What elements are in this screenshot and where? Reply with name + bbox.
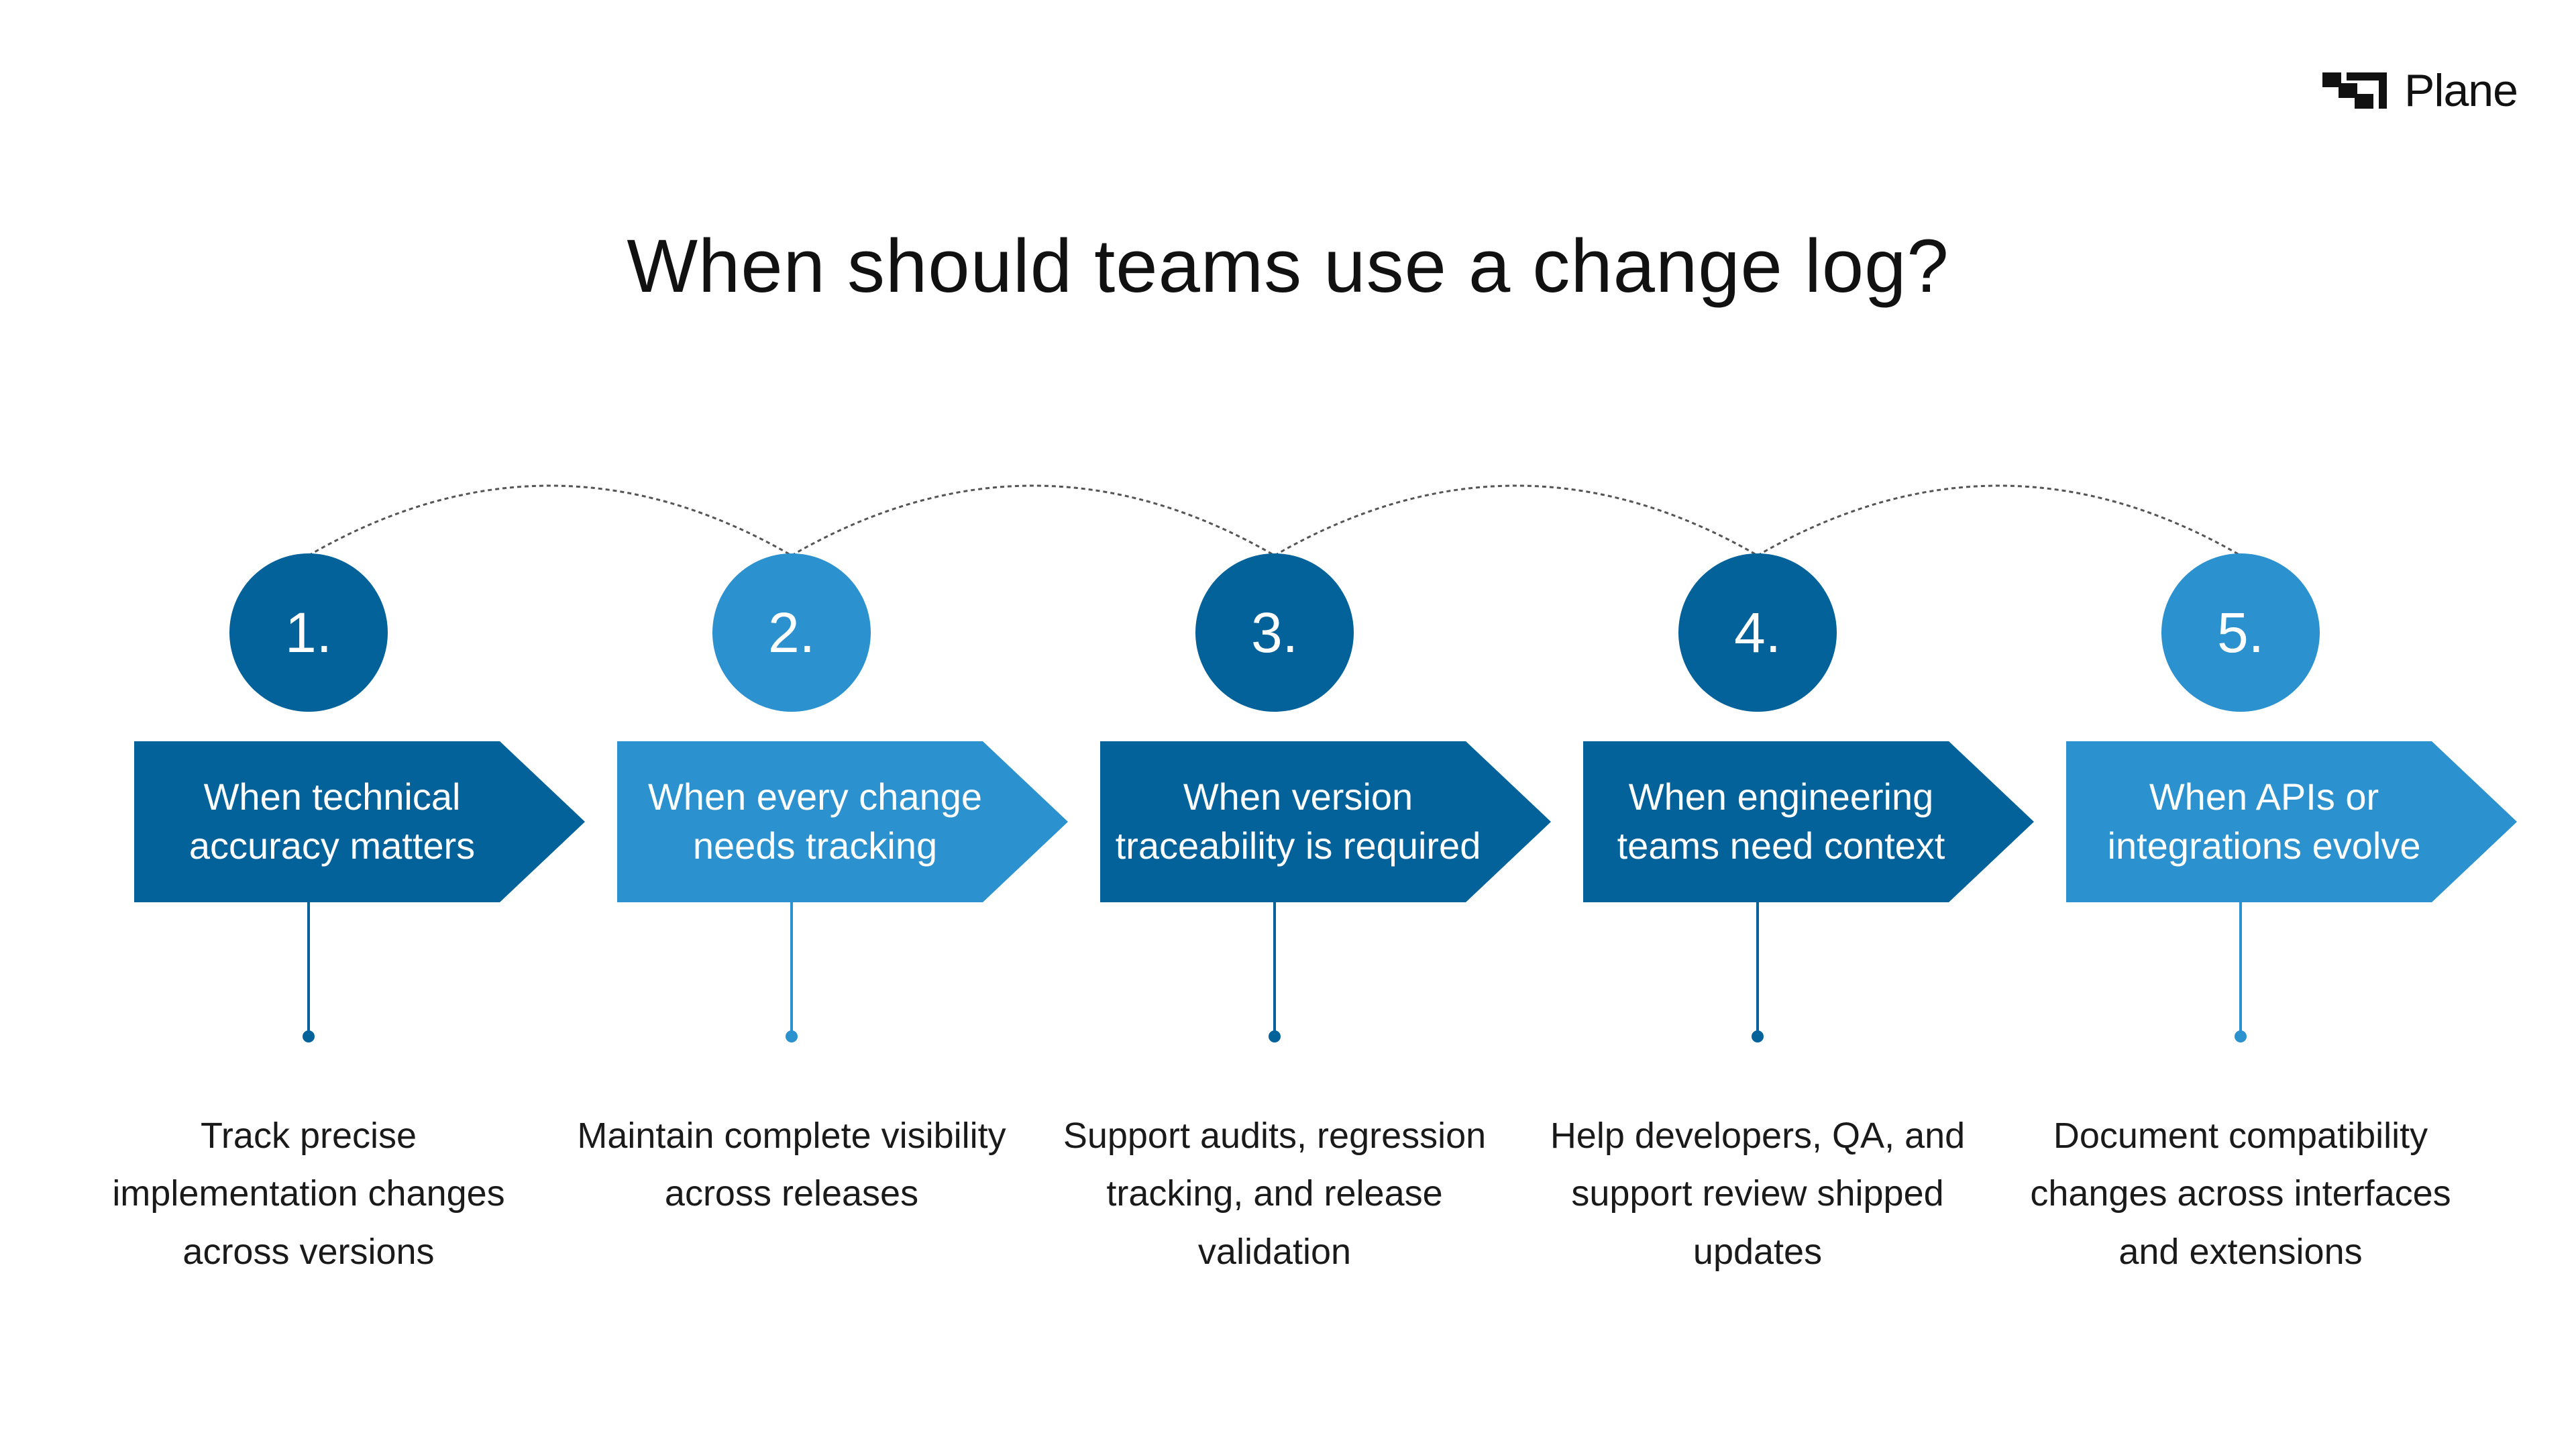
connector-arc-4 [1757, 484, 2241, 557]
step-stem-dot-4 [1752, 1030, 1764, 1042]
step-arrow-2: When every change needs tracking [617, 741, 1068, 902]
step-stem-2 [790, 902, 793, 1036]
step-description-4: Help developers, QA, and support review … [1550, 1116, 1966, 1272]
step-stem-dot-5 [2235, 1030, 2247, 1042]
step-number-3: 3. [1195, 553, 1354, 712]
page-title: When should teams use a change log? [627, 224, 1949, 308]
step-arrow-3: When version traceability is required [1100, 741, 1551, 902]
step-number-1: 1. [229, 553, 388, 712]
step-description-3: Support audits, regression tracking, and… [1063, 1116, 1487, 1272]
step-description-5: Document compatibility changes across in… [2030, 1116, 2451, 1272]
step-number-5: 5. [2161, 553, 2320, 712]
brand-name: Plane [2404, 65, 2518, 116]
step-stem-3 [1273, 902, 1276, 1036]
step-arrow-5: When APIs or integrations evolve [2066, 741, 2517, 902]
step-stem-dot-3 [1269, 1030, 1281, 1042]
connector-arc-2 [791, 484, 1275, 557]
step-stem-1 [307, 902, 310, 1036]
step-stem-5 [2239, 902, 2242, 1036]
step-arrow-4: When engineering teams need context [1583, 741, 2034, 902]
brand-logo: Plane [2320, 67, 2518, 114]
step-number-4: 4. [1678, 553, 1837, 712]
step-arrow-1: When technical accuracy matters [134, 741, 585, 902]
step-heading-4: When engineering teams need context [1617, 775, 1945, 867]
step-heading-3: When version traceability is required [1115, 775, 1481, 867]
step-stem-4 [1756, 902, 1759, 1036]
step-number-2: 2. [712, 553, 871, 712]
step-heading-5: When APIs or integrations evolve [2107, 775, 2421, 867]
step-stem-dot-2 [786, 1030, 798, 1042]
step-description-2: Maintain complete visibility across rele… [577, 1116, 1006, 1214]
step-stem-dot-1 [303, 1030, 315, 1042]
step-heading-1: When technical accuracy matters [189, 775, 476, 867]
step-description-1: Track precise implementation changes acr… [112, 1116, 505, 1272]
step-heading-2: When every change needs tracking [647, 775, 983, 867]
plane-logo-icon [2322, 72, 2387, 109]
connector-arc-3 [1274, 484, 1758, 557]
connector-arc-1 [308, 484, 792, 557]
